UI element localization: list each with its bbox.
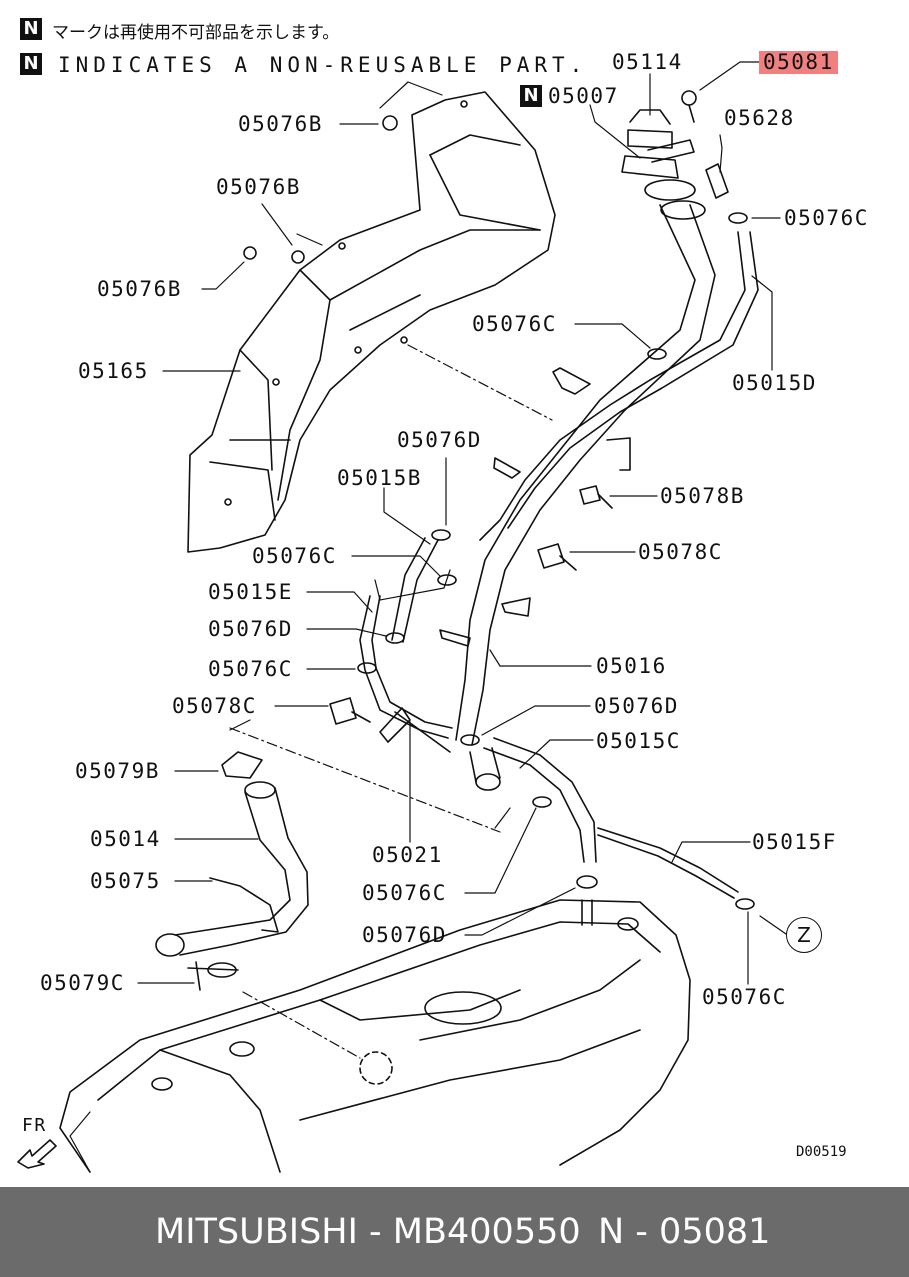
part-label-05076d[interactable]: 05076D bbox=[208, 617, 293, 641]
part-label-05114[interactable]: 05114 bbox=[612, 50, 683, 74]
part-label-05076b[interactable]: 05076B bbox=[97, 277, 182, 301]
non-reusable-mark-icon: N bbox=[520, 85, 542, 107]
part-label-05079b[interactable]: 05079B bbox=[75, 759, 160, 783]
part-label-05076c[interactable]: 05076C bbox=[472, 312, 557, 336]
front-arrow-icon bbox=[17, 1139, 57, 1169]
part-label-05079c[interactable]: 05079C bbox=[40, 971, 125, 995]
legend-text-jp: マークは再使用不可部品を示します。 bbox=[52, 23, 340, 43]
part-label-05015d[interactable]: 05015D bbox=[732, 371, 817, 395]
part-label-05165[interactable]: 05165 bbox=[78, 359, 149, 383]
part-label-05076c[interactable]: 05076C bbox=[208, 657, 293, 681]
footer-brand-part-number: MITSUBISHI - MB400550 bbox=[155, 1212, 581, 1252]
group-brackets bbox=[229, 81, 511, 829]
leader-lines bbox=[69, 61, 787, 1173]
part-label-05076c[interactable]: 05076C bbox=[362, 881, 447, 905]
part-label-05015b[interactable]: 05015B bbox=[337, 466, 422, 490]
diagram-code: D00519 bbox=[796, 1144, 847, 1160]
part-label-05015e[interactable]: 05015E bbox=[208, 580, 293, 604]
part-label-05021[interactable]: 05021 bbox=[372, 843, 443, 867]
mounting-bolts bbox=[329, 485, 613, 725]
part-label-05628[interactable]: 05628 bbox=[724, 106, 795, 130]
part-label-05076b[interactable]: 05076B bbox=[238, 112, 323, 136]
part-label-05015c[interactable]: 05015C bbox=[596, 729, 681, 753]
footer-part-code: N - 05081 bbox=[598, 1212, 771, 1252]
part-label-05075[interactable]: 05075 bbox=[90, 869, 161, 893]
part-label-05076c[interactable]: 05076C bbox=[784, 206, 869, 230]
part-label-05016[interactable]: 05016 bbox=[596, 654, 667, 678]
guide-lines bbox=[229, 344, 553, 1059]
zone-marker: Z bbox=[786, 917, 822, 953]
part-label-05078c[interactable]: 05078C bbox=[638, 540, 723, 564]
splash-shield bbox=[187, 91, 556, 553]
part-label-05007[interactable]: 05007 bbox=[548, 84, 619, 108]
part-label-05081[interactable]: 05081 bbox=[759, 51, 838, 74]
legend-text-en: INDICATES A NON-REUSABLE PART. bbox=[58, 53, 588, 77]
part-label-05078b[interactable]: 05078B bbox=[660, 484, 745, 508]
part-label-05078c[interactable]: 05078C bbox=[172, 694, 257, 718]
part-label-05076d[interactable]: 05076D bbox=[397, 428, 482, 452]
fuel-filler-diagram bbox=[17, 61, 787, 1173]
part-label-05076d[interactable]: 05076D bbox=[362, 923, 447, 947]
part-label-05015f[interactable]: 05015F bbox=[752, 830, 837, 854]
part-label-05076b[interactable]: 05076B bbox=[216, 175, 301, 199]
part-label-05076c[interactable]: 05076C bbox=[702, 985, 787, 1009]
part-label-05076d[interactable]: 05076D bbox=[594, 694, 679, 718]
non-reusable-mark-icon: N bbox=[20, 18, 42, 40]
part-label-05014[interactable]: 05014 bbox=[90, 827, 161, 851]
footer-bar: MITSUBISHI - MB400550 N - 05081 bbox=[0, 1187, 909, 1277]
inlet-hose bbox=[155, 751, 309, 991]
front-direction-label: FR bbox=[22, 1115, 47, 1136]
part-label-05076c[interactable]: 05076C bbox=[252, 544, 337, 568]
non-reusable-mark-icon: N bbox=[20, 53, 42, 75]
fuel-tank bbox=[59, 875, 691, 1173]
hose-clamps bbox=[243, 115, 755, 910]
filler-neck bbox=[359, 90, 759, 899]
